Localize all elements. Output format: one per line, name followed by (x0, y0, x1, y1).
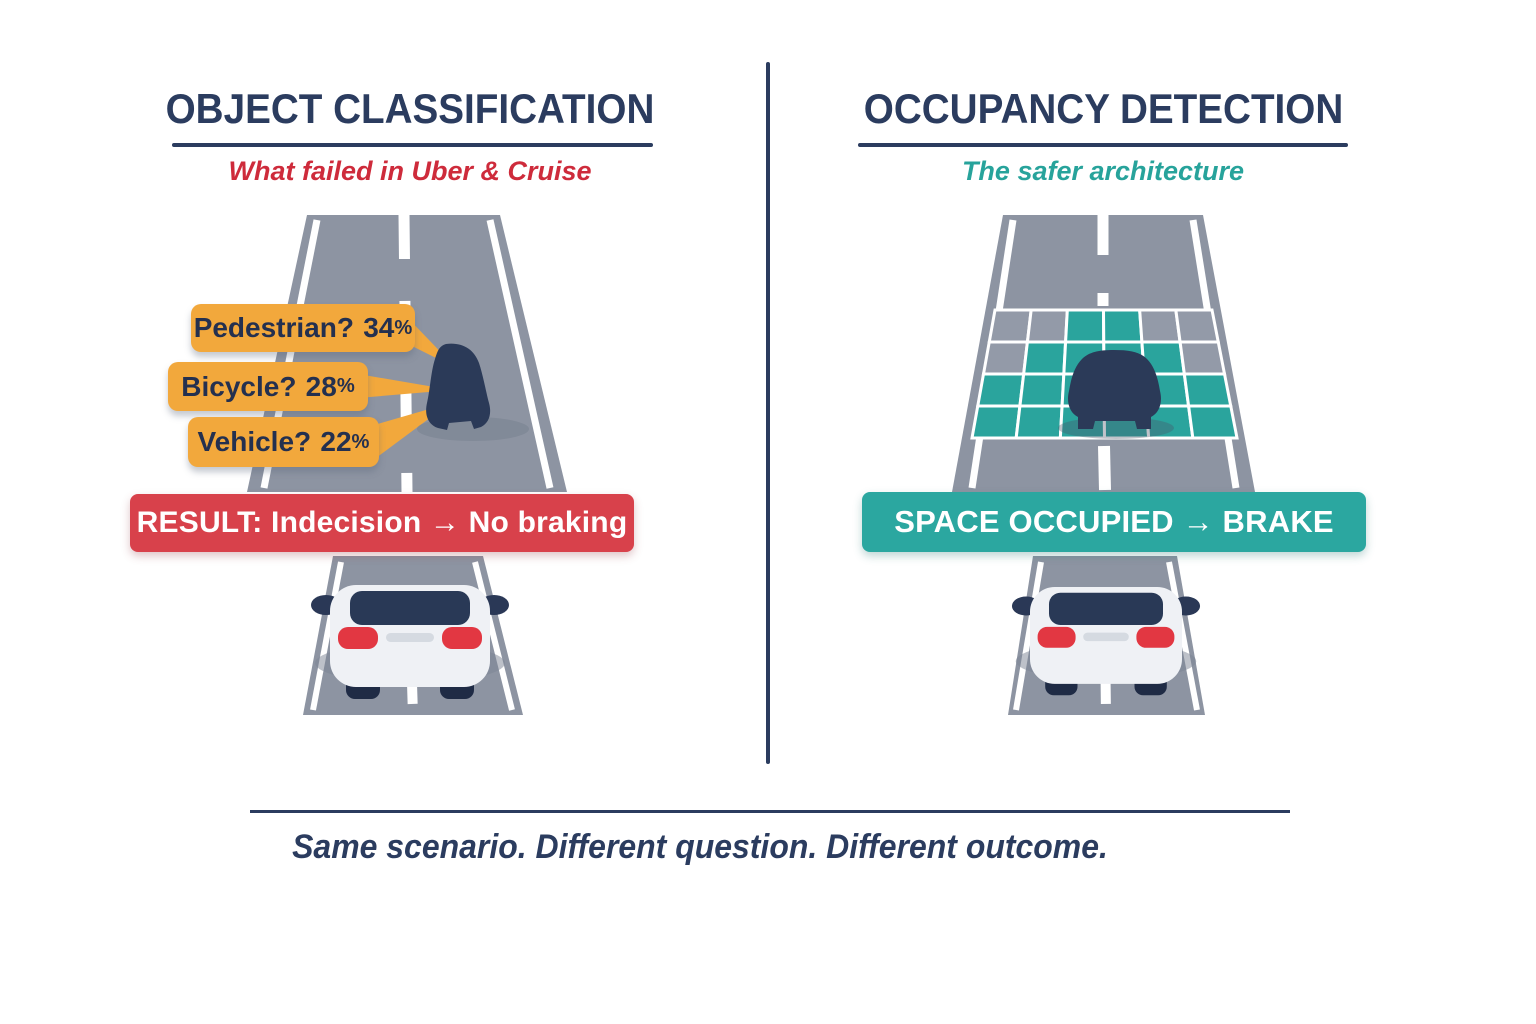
callout-vehicle: Vehicle? 22% (188, 417, 379, 467)
occupancy-grid-cell (981, 340, 1030, 376)
callout-percent-sign: % (336, 375, 355, 397)
occupancy-grid-cell (987, 308, 1033, 344)
footer-caption: Same scenario. Different question. Diffe… (292, 828, 1108, 866)
left-panel-title: OBJECT CLASSIFICATION (165, 85, 655, 132)
left-road-lower (303, 555, 523, 716)
left-panel-subtitle: What failed in Uber & Cruise (228, 156, 592, 186)
occupancy-grid-cell (1178, 340, 1227, 376)
detected-object-silhouette (1058, 350, 1174, 439)
rear-car-icon (311, 585, 509, 699)
occupancy-grid-cell (1138, 308, 1182, 344)
occupancy-grid-cell (1186, 404, 1239, 440)
occupancy-grid-cell (1182, 372, 1233, 408)
panel-divider (766, 62, 770, 764)
callout-percent-sign: % (351, 430, 370, 453)
occupancy-grid-cell (1025, 308, 1069, 344)
callout-label: Pedestrian? (193, 312, 354, 343)
ambiguous-object-silhouette (417, 343, 529, 441)
right-panel-subtitle: The safer architecture (961, 156, 1245, 186)
occupancy-grid-cell (1063, 308, 1106, 344)
footer-divider (250, 810, 1290, 813)
right-road-lower (1008, 555, 1205, 716)
occupancy-grid-cell (1174, 308, 1221, 344)
callout-percent-sign: % (394, 316, 413, 339)
callout-label: Bicycle? (181, 370, 297, 402)
callout-bicycle: Bicycle?28% (168, 362, 368, 411)
callout-label: Vehicle? (197, 426, 312, 457)
right-panel-title: OCCUPANCY DETECTION (863, 85, 1344, 132)
left-title-underline (172, 143, 653, 147)
rear-car-icon (1011, 587, 1201, 696)
right-title-underline (858, 143, 1348, 147)
occupancy-grid-cell (1018, 372, 1066, 408)
callout-pedestrian: Pedestrian? 34% (191, 304, 415, 352)
left-result-banner: RESULT: Indecision → No braking (130, 494, 634, 552)
right-result-banner: SPACE OCCUPIED → BRAKE (862, 492, 1366, 552)
occupancy-grid-cell (1101, 308, 1144, 344)
occupancy-grid-cell (970, 404, 1022, 440)
callout-value: 28 (305, 370, 337, 402)
occupancy-grid-cell (975, 372, 1026, 408)
occupancy-grid-cell (1021, 340, 1068, 376)
callout-value: 22 (320, 426, 352, 457)
occupancy-grid-cell (1014, 404, 1064, 440)
callout-value: 34 (363, 312, 395, 343)
